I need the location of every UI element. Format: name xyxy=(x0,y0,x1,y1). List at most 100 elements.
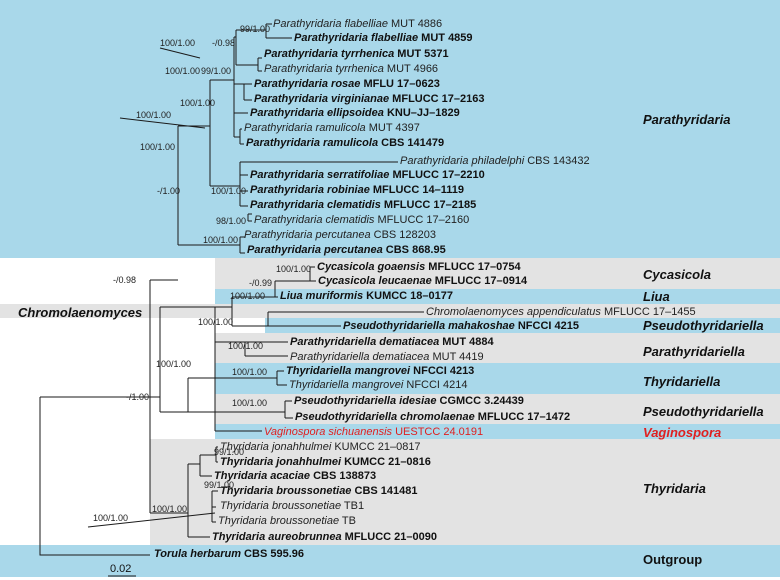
taxon-label: Vaginospora sichuanensis UESTCC 24.0191 xyxy=(264,426,483,438)
support-value: 100/1.00 xyxy=(136,110,171,120)
band-parathyridaria xyxy=(0,0,780,258)
support-value: 99/1.00 xyxy=(201,66,231,76)
taxon-species: Parathyridaria philadelphi xyxy=(400,155,525,167)
taxon-strain: MFLU 17–0623 xyxy=(360,78,439,90)
taxon-species: Parathyridaria ellipsoidea xyxy=(250,107,384,119)
taxon-strain: CBS 141479 xyxy=(378,137,444,149)
taxon-species: Thyridaria aureobrunnea xyxy=(212,531,342,543)
taxon-label: Parathyridaria percutanea CBS 868.95 xyxy=(247,244,446,256)
taxon-strain: NFCCI 4213 xyxy=(410,365,474,377)
group-label-parathyridaria: Parathyridaria xyxy=(643,112,730,127)
support-value: 100/1.00 xyxy=(152,504,187,514)
taxon-species: Thyridaria broussonetiae xyxy=(220,500,341,512)
support-value: 100/1.00 xyxy=(276,264,311,274)
taxon-strain: MFLUCC 17–1472 xyxy=(475,411,570,423)
group-label-thyridaria: Thyridaria xyxy=(643,481,706,496)
taxon-label: Thyridaria jonahhulmei KUMCC 21–0817 xyxy=(220,441,421,453)
taxon-species: Parathyridaria tyrrhenica xyxy=(264,63,384,75)
taxon-species: Parathyridariella dematiacea xyxy=(290,336,439,348)
taxon-strain: KUMCC 18–0177 xyxy=(363,290,453,302)
taxon-label: Parathyridariella dematiacea MUT 4419 xyxy=(290,351,484,363)
support-value: 100/1.00 xyxy=(230,291,265,301)
taxon-label: Parathyridaria percutanea CBS 128203 xyxy=(244,229,436,241)
band-cycasicola xyxy=(215,258,780,289)
taxon-label: Thyridaria broussonetiae TB1 xyxy=(220,500,364,512)
taxon-label: Parathyridaria rosae MFLU 17–0623 xyxy=(254,78,440,90)
taxon-strain: MFLUCC 21–0090 xyxy=(342,531,437,543)
band-liua xyxy=(215,289,780,304)
band-outgroup xyxy=(0,545,780,577)
taxon-label: Parathyridaria ramulicola MUT 4397 xyxy=(244,122,420,134)
taxon-label: Thyridaria aureobrunnea MFLUCC 21–0090 xyxy=(212,531,437,543)
group-label-thyridariella: Thyridariella xyxy=(643,374,720,389)
taxon-strain: TB xyxy=(339,515,356,527)
taxon-species: Thyridariella mangrovei xyxy=(289,379,404,391)
taxon-species: Liua muriformis xyxy=(280,290,363,302)
taxon-strain: MFLUCC 17–2210 xyxy=(389,169,484,181)
group-label-vaginospora: Vaginospora xyxy=(643,425,721,440)
taxon-label: Pseudothyridariella mahakoshae NFCCI 421… xyxy=(343,320,579,332)
taxon-strain: MFLUCC 17–1455 xyxy=(601,306,696,318)
support-value: 100/1.00 xyxy=(140,142,175,152)
taxon-label: Liua muriformis KUMCC 18–0177 xyxy=(280,290,453,302)
support-value: 98/1.00 xyxy=(216,216,246,226)
taxon-label: Cycasicola goaensis MFLUCC 17–0754 xyxy=(317,261,521,273)
scale-bar: 0.02 xyxy=(108,563,136,577)
taxon-strain: MUT 4397 xyxy=(366,122,420,134)
group-label-outgroup: Outgroup xyxy=(643,552,702,567)
taxon-species: Pseudothyridariella idesiae xyxy=(294,395,436,407)
support-value: 100/1.00 xyxy=(93,513,128,523)
taxon-strain: KUMCC 21–0817 xyxy=(331,441,420,453)
taxon-species: Parathyridaria flabelliae xyxy=(294,32,418,44)
taxon-label: Chromolaenomyces appendiculatus MFLUCC 1… xyxy=(426,306,696,318)
taxon-labels: Parathyridaria flabelliae MUT 4886Parath… xyxy=(154,18,696,560)
taxon-species: Thyridaria broussonetiae xyxy=(218,515,339,527)
taxon-species: Thyridaria jonahhulmei xyxy=(220,441,332,453)
taxon-strain: MFLUCC 17–2160 xyxy=(374,214,469,226)
taxon-label: Parathyridaria serratifoliae MFLUCC 17–2… xyxy=(250,169,485,181)
band-pseudothyridariella-a xyxy=(265,318,780,333)
taxon-species: Cycasicola leucaenae xyxy=(318,275,432,287)
taxon-species: Thyridariella mangrovei xyxy=(286,365,411,377)
support-value: -/0.99 xyxy=(249,278,272,288)
taxon-label: Thyridariella mangrovei NFCCI 4213 xyxy=(286,365,474,377)
support-value: 99/1.00 xyxy=(214,447,244,457)
taxon-label: Thyridaria acaciae CBS 138873 xyxy=(214,470,376,482)
support-value: 100/1.00 xyxy=(203,235,238,245)
group-label-pseudothyridariella-a: Pseudothyridariella xyxy=(643,318,764,333)
band-vaginospora xyxy=(215,424,780,439)
taxon-label: Parathyridaria clematidis MFLUCC 17–2160 xyxy=(254,214,469,226)
taxon-species: Parathyridaria clematidis xyxy=(250,199,381,211)
support-value: 100/1.00 xyxy=(198,317,233,327)
band-thyridariella xyxy=(215,363,780,394)
taxon-label: Thyridaria broussonetiae CBS 141481 xyxy=(220,485,417,497)
band-thyridaria xyxy=(150,439,780,545)
taxon-label: Parathyridaria philadelphi CBS 143432 xyxy=(400,155,590,167)
support-value: 100/1.00 xyxy=(232,398,267,408)
taxon-label: Parathyridaria robiniae MFLUCC 14–1119 xyxy=(250,184,464,196)
support-value: -/1.00 xyxy=(126,392,149,402)
taxon-species: Pseudothyridariella chromolaenae xyxy=(295,411,475,423)
taxon-strain: MUT 4859 xyxy=(418,32,472,44)
taxon-species: Vaginospora sichuanensis xyxy=(264,426,393,438)
taxon-strain: CBS 138873 xyxy=(310,470,376,482)
taxon-species: Chromolaenomyces appendiculatus xyxy=(426,306,601,318)
taxon-species: Parathyridaria clematidis xyxy=(254,214,375,226)
taxon-strain: KNU–JJ–1829 xyxy=(384,107,460,119)
taxon-label: Parathyridaria clematidis MFLUCC 17–2185 xyxy=(250,199,476,211)
taxon-label: Thyridariella mangrovei NFCCI 4214 xyxy=(289,379,468,391)
taxon-species: Parathyridaria robiniae xyxy=(250,184,370,196)
taxon-label: Parathyridariella dematiacea MUT 4884 xyxy=(290,336,494,348)
taxon-label: Pseudothyridariella idesiae CGMCC 3.2443… xyxy=(294,395,524,407)
taxon-label: Parathyridaria ramulicola CBS 141479 xyxy=(246,137,444,149)
taxon-label: Thyridaria broussonetiae TB xyxy=(218,515,356,527)
scale-bar-label: 0.02 xyxy=(110,563,131,575)
support-value: 100/1.00 xyxy=(228,341,263,351)
taxon-strain: UESTCC 24.0191 xyxy=(392,426,483,438)
group-label-cycasicola: Cycasicola xyxy=(643,267,711,282)
taxon-strain: MFLUCC 17–0914 xyxy=(432,275,528,287)
taxon-strain: CBS 143432 xyxy=(524,155,589,167)
taxon-species: Thyridaria broussonetiae xyxy=(220,485,351,497)
